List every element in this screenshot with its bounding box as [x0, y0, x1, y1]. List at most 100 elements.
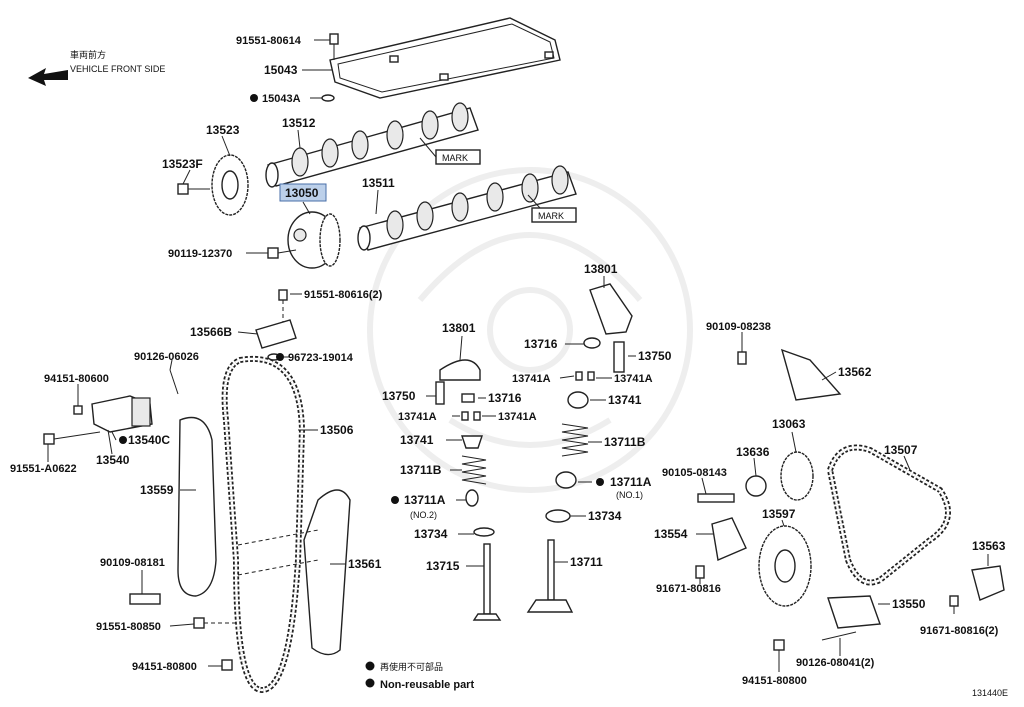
watermark-emblem — [367, 167, 693, 493]
label-13741b[interactable]: 13741 — [400, 433, 434, 447]
bolt-90105-08143 — [697, 493, 735, 503]
label-13715[interactable]: 13715 — [426, 559, 460, 573]
label-13540[interactable]: 13540 — [96, 453, 130, 467]
mark-label-2: MARK — [538, 211, 564, 221]
non-reusable-dots — [119, 94, 604, 504]
label-13741A-b[interactable]: 13741A — [614, 373, 653, 385]
gasket-15043 — [329, 17, 561, 99]
label-13750b[interactable]: 13750 — [382, 389, 416, 403]
label-13540C[interactable]: 13540C — [128, 433, 170, 447]
label-13741A-a[interactable]: 13741A — [512, 373, 551, 385]
label-94151-80600[interactable]: 94151-80600 — [44, 373, 109, 385]
bolt-13523F — [177, 183, 210, 195]
timing-chain-13506 — [221, 355, 306, 694]
label-13559[interactable]: 13559 — [140, 483, 174, 497]
washer-13734a — [473, 527, 495, 537]
label-13050[interactable]: 13050 — [285, 186, 319, 200]
label-91551-80850[interactable]: 91551-80850 — [96, 621, 161, 633]
adjuster-13750a — [435, 381, 445, 405]
label-13566B[interactable]: 13566B — [190, 325, 232, 339]
valve-13711 — [526, 539, 574, 613]
label-90109-08181[interactable]: 90109-08181 — [100, 557, 165, 569]
camshaft-13512 — [265, 102, 479, 188]
label-13636[interactable]: 13636 — [736, 445, 770, 459]
mark-box-2 — [531, 207, 577, 223]
label-13523[interactable]: 13523 — [206, 123, 240, 137]
washer-13734b — [545, 509, 571, 523]
label-13563[interactable]: 13563 — [972, 539, 1006, 553]
label-13554[interactable]: 13554 — [654, 527, 688, 541]
label-13711Bb[interactable]: 13711B — [400, 463, 442, 477]
label-13561[interactable]: 13561 — [348, 557, 382, 571]
bolt-91671-80816a — [695, 565, 705, 579]
mark-label-1: MARK — [442, 153, 468, 163]
label-91671-80816a[interactable]: 91671-80816 — [656, 583, 721, 595]
label-13741A-c[interactable]: 13741A — [398, 411, 437, 423]
label-13511[interactable]: 13511 — [362, 176, 395, 190]
sprocket-13597-hub — [774, 549, 796, 583]
label-13801b[interactable]: 13801 — [584, 262, 618, 276]
bolt-90109-08181 — [129, 593, 161, 605]
sprocket-13523 — [211, 154, 249, 216]
label-13506[interactable]: 13506 — [320, 423, 354, 437]
label-91551-80616[interactable]: 91551-80616(2) — [304, 289, 383, 301]
label-13562[interactable]: 13562 — [838, 365, 872, 379]
label-13734b[interactable]: 13734 — [588, 509, 622, 523]
guide-13563 — [971, 565, 1005, 601]
keeper-13741A-c — [575, 371, 583, 381]
label-15043[interactable]: 15043 — [264, 63, 298, 77]
label-13512[interactable]: 13512 — [282, 116, 316, 130]
label-13716a[interactable]: 13716 — [524, 337, 558, 351]
label-13711Ba[interactable]: 13711B — [604, 435, 646, 449]
bracket-13562 — [780, 348, 842, 401]
legend-dot-2 — [365, 678, 375, 688]
label-13716b[interactable]: 13716 — [488, 391, 522, 405]
label-94151-80800b[interactable]: 94151-80800 — [742, 675, 807, 687]
direction-label-en: VEHICLE FRONT SIDE — [70, 64, 165, 74]
seal-13711A-2 — [465, 489, 479, 507]
vvt-gear-13050 — [287, 211, 341, 269]
spring-13711Bb — [561, 423, 589, 457]
sprocket-13063 — [780, 451, 814, 501]
rocker-13801a — [439, 359, 481, 381]
label-90109-08238[interactable]: 90109-08238 — [706, 321, 771, 333]
bolt-91551-80614 — [329, 33, 339, 60]
guide-13561 — [303, 489, 351, 656]
label-13523F[interactable]: 13523F — [162, 157, 203, 171]
nut-94151-80800a — [221, 659, 233, 671]
legend: 再使用不可部品 Non-reusable part — [365, 661, 474, 691]
bolt-90109-08238 — [737, 351, 747, 365]
label-13597[interactable]: 13597 — [762, 507, 796, 521]
label-13711A-2[interactable]: 13711A — [404, 493, 446, 507]
label-96723-19014[interactable]: 96723-19014 — [288, 352, 354, 364]
label-90126-06026[interactable]: 90126-06026 — [134, 351, 199, 363]
label-13507[interactable]: 13507 — [884, 443, 918, 457]
label-91551-80614[interactable]: 91551-80614 — [236, 35, 302, 47]
keeper-13741A-b — [473, 411, 481, 421]
label-91551-A0622[interactable]: 91551-A0622 — [10, 463, 77, 475]
label-13711[interactable]: 13711 — [570, 555, 603, 569]
label-13550[interactable]: 13550 — [892, 597, 926, 611]
label-13750a[interactable]: 13750 — [638, 349, 672, 363]
label-90119-12370[interactable]: 90119-12370 — [168, 248, 232, 260]
label-13741A-d[interactable]: 13741A — [498, 411, 537, 423]
stud-90126-08041 — [821, 631, 857, 641]
highlight-13050[interactable] — [279, 183, 327, 202]
label-13711A-2-sub: (NO.2) — [410, 510, 437, 520]
label-13801a[interactable]: 13801 — [442, 321, 476, 335]
cap-13716a — [461, 393, 475, 403]
label-94151-80800a[interactable]: 94151-80800 — [132, 661, 197, 673]
label-13711A-1[interactable]: 13711A — [610, 475, 652, 489]
label-90105-08143[interactable]: 90105-08143 — [662, 467, 727, 479]
label-15043A[interactable]: 15043A — [262, 93, 301, 105]
label-90126-08041[interactable]: 90126-08041(2) — [796, 657, 875, 669]
label-13734a[interactable]: 13734 — [414, 527, 448, 541]
valve-13715 — [472, 543, 502, 621]
label-13063[interactable]: 13063 — [772, 417, 806, 431]
guide-13559 — [177, 416, 217, 597]
chain-13507 — [826, 444, 951, 586]
label-13741a[interactable]: 13741 — [608, 393, 642, 407]
label-91671-80816b[interactable]: 91671-80816(2) — [920, 625, 999, 637]
